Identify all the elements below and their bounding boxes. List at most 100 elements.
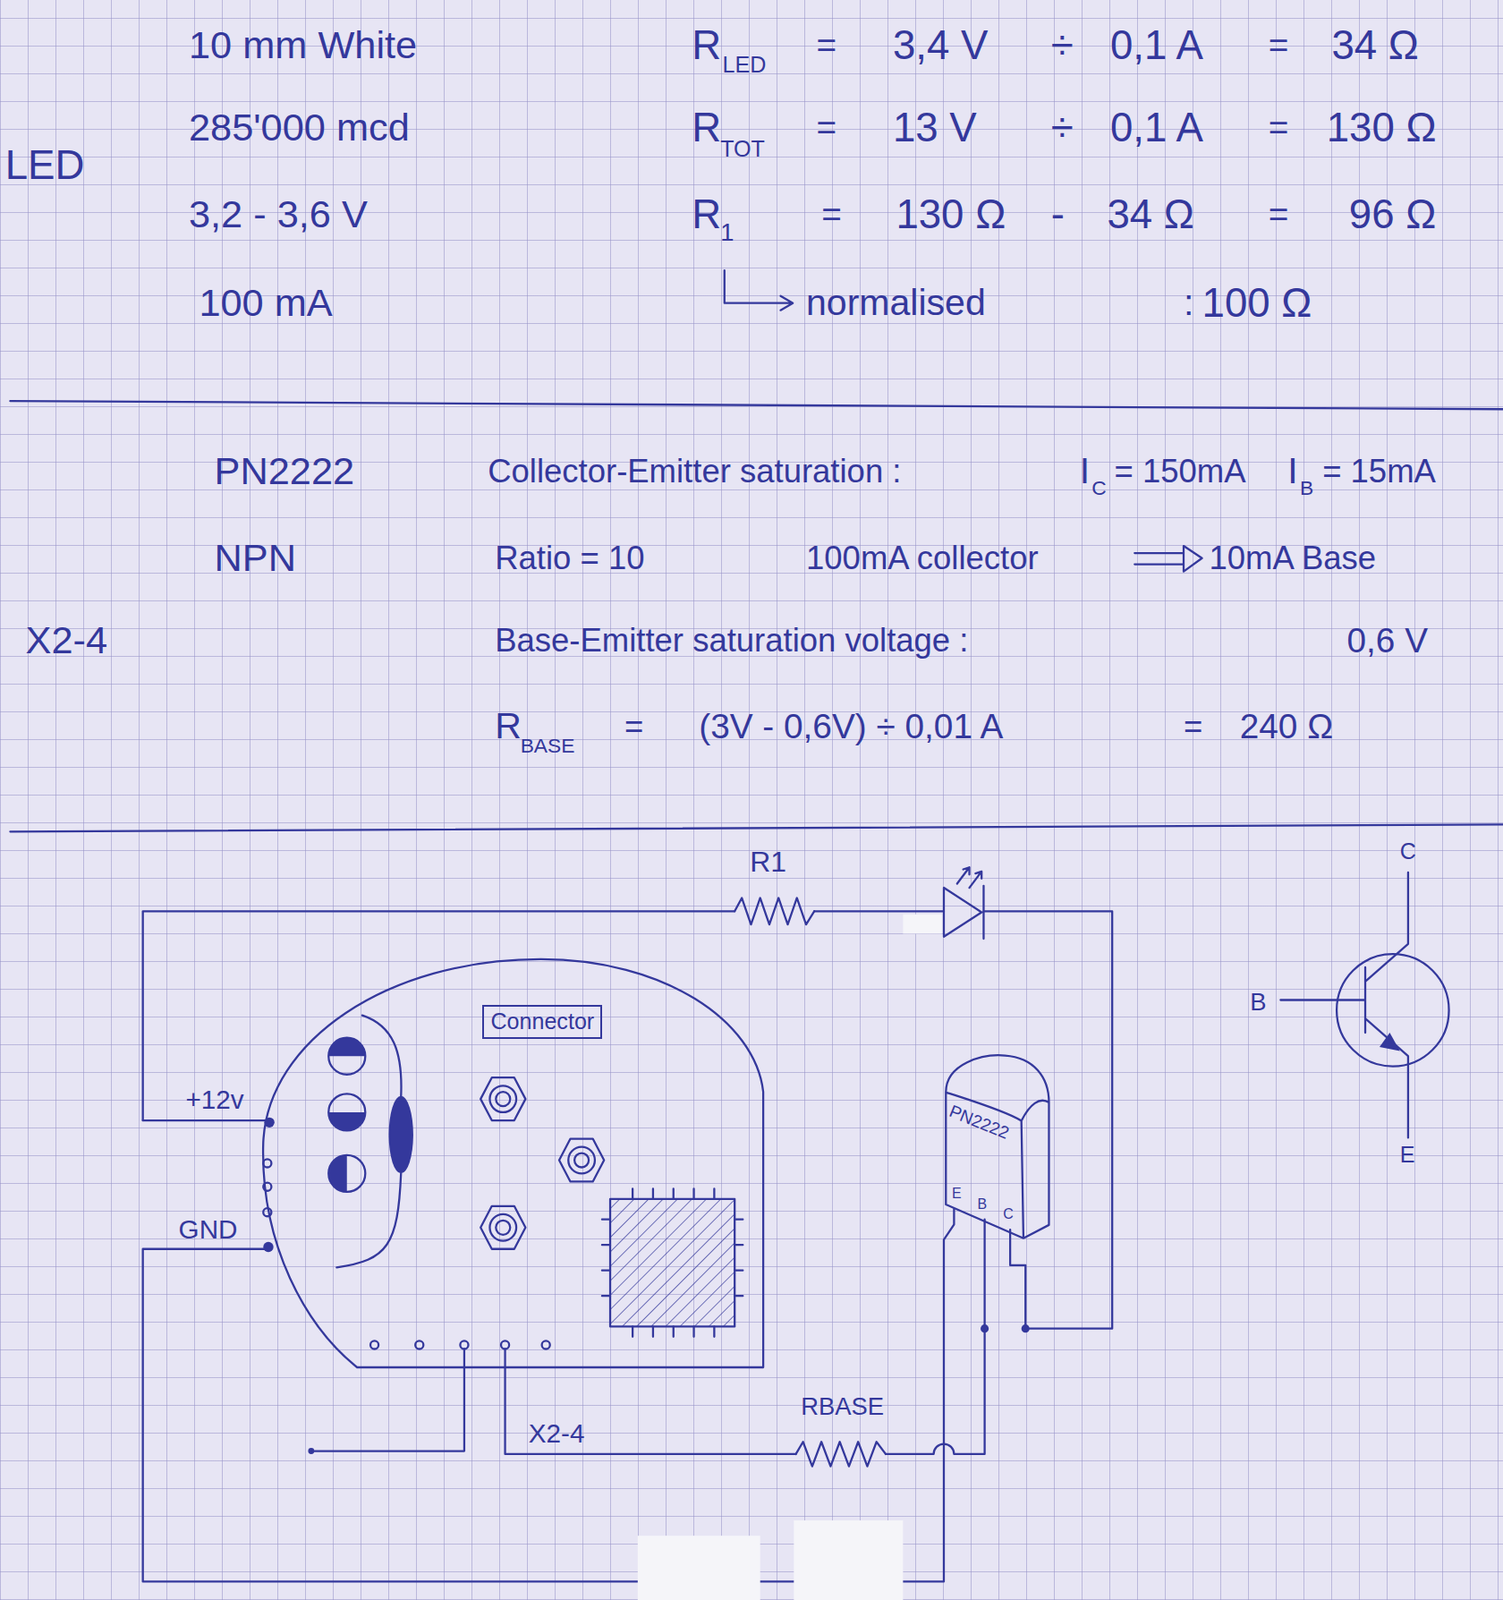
formula-symbol: I bbox=[1287, 452, 1298, 490]
correction-patch bbox=[637, 1535, 761, 1600]
resistor-label: RBASE bbox=[800, 1393, 884, 1419]
spec-value: 0,6 V bbox=[1346, 623, 1428, 659]
junction-dot bbox=[980, 1324, 989, 1333]
board-outline bbox=[263, 959, 764, 1368]
component-body bbox=[389, 1095, 414, 1174]
spec-text: 100 mA bbox=[198, 283, 332, 323]
transistor-symbol bbox=[1336, 953, 1449, 1066]
part-number: PN2222 bbox=[946, 1102, 1011, 1142]
formula-operator: = bbox=[815, 110, 837, 145]
spec-text: Ratio = 10 bbox=[494, 542, 645, 576]
connector-label: Connector bbox=[490, 1008, 595, 1034]
correction-patch bbox=[902, 914, 942, 935]
pin-name: X2-4 bbox=[25, 621, 109, 661]
led-symbol bbox=[943, 885, 984, 939]
wire bbox=[814, 909, 944, 912]
hex-nut bbox=[574, 1153, 589, 1168]
formula-result: 96 Ω bbox=[1349, 194, 1437, 236]
pin-letter: B bbox=[977, 1197, 988, 1212]
transistor-symbol bbox=[1280, 872, 1409, 1138]
formula-operator: = bbox=[1268, 28, 1290, 64]
transistor-package: PN2222EBC bbox=[943, 1051, 1052, 1240]
formula-value: 0,1 A bbox=[1110, 25, 1204, 68]
formula-result: 34 Ω bbox=[1331, 25, 1419, 68]
subscript: B bbox=[1299, 477, 1314, 499]
spec-text: 285'000 mcd bbox=[188, 108, 410, 147]
pin-letter: B bbox=[1249, 989, 1266, 1014]
spec-text: 100mA collector bbox=[806, 542, 1039, 576]
junction-dot bbox=[1021, 1324, 1030, 1333]
formula-operator: ÷ bbox=[1051, 25, 1074, 68]
wire-end bbox=[307, 1447, 315, 1454]
spec-text: 3,2 - 3,6 V bbox=[188, 195, 368, 234]
subscript: TOT bbox=[720, 137, 765, 161]
component-fill bbox=[328, 1154, 348, 1192]
formula-operator: = bbox=[821, 196, 842, 232]
pin-name: +12v bbox=[186, 1086, 245, 1114]
subscript: BASE bbox=[520, 734, 576, 756]
pin-letter: E bbox=[1400, 1144, 1416, 1167]
hex-nut bbox=[559, 1138, 604, 1182]
formula-operator: = bbox=[1183, 710, 1203, 744]
pin-hole bbox=[370, 1340, 379, 1349]
resistor-symbol bbox=[734, 897, 815, 925]
pin-letter: E bbox=[951, 1186, 962, 1201]
connector-label-box: Connector bbox=[482, 1004, 603, 1039]
component-fill bbox=[328, 1112, 366, 1131]
spec-text: 10 mm White bbox=[188, 26, 417, 66]
formula-result: 240 Ω bbox=[1239, 709, 1334, 745]
hex-nut bbox=[489, 1214, 517, 1241]
resistor-label: R1 bbox=[749, 848, 787, 877]
section-rule bbox=[9, 823, 1503, 832]
wire bbox=[885, 1219, 986, 1454]
component-circle bbox=[328, 1154, 366, 1192]
formula-symbol: R bbox=[691, 107, 722, 149]
subscript: 1 bbox=[720, 220, 734, 245]
wire bbox=[311, 1348, 465, 1451]
subscript: C bbox=[1091, 477, 1106, 499]
spec-value: = 15mA bbox=[1322, 455, 1436, 489]
pin-hole bbox=[542, 1340, 551, 1349]
hex-nut bbox=[495, 1091, 510, 1106]
formula-value: 3,4 V bbox=[892, 25, 989, 68]
formula-value: 0,1 A bbox=[1110, 107, 1204, 149]
result-arrow bbox=[724, 270, 793, 310]
package-outline bbox=[943, 1051, 1052, 1240]
subscript: LED bbox=[721, 53, 766, 77]
implies-arrow bbox=[1134, 545, 1202, 572]
component-circle bbox=[328, 1037, 366, 1075]
part-name: PN2222 bbox=[214, 451, 356, 491]
component-fill bbox=[328, 1037, 366, 1057]
correction-patch bbox=[793, 1519, 903, 1600]
wire bbox=[143, 1119, 268, 1121]
formula-symbol: R bbox=[691, 194, 722, 236]
formula-symbol: I bbox=[1079, 452, 1090, 490]
pin-hole bbox=[501, 1340, 510, 1349]
formula-symbol: R bbox=[494, 708, 522, 746]
resistor-symbol bbox=[796, 1441, 886, 1466]
formula-value: 13 V bbox=[892, 107, 977, 149]
section-rule bbox=[9, 400, 1503, 409]
spec-text: Base-Emitter saturation voltage : bbox=[494, 624, 969, 658]
part-name: LED bbox=[5, 144, 85, 187]
pin-letter: C bbox=[1002, 1206, 1014, 1222]
formula-value: (3V - 0,6V) ÷ 0,01 A bbox=[698, 709, 1003, 745]
formula-operator: = bbox=[1268, 196, 1290, 232]
note-text: normalised bbox=[806, 284, 986, 322]
formula-operator: ÷ bbox=[1051, 107, 1074, 149]
pin-hole bbox=[263, 1207, 272, 1216]
spec-text: NPN bbox=[214, 538, 297, 578]
emitter-arrow bbox=[1379, 1032, 1401, 1052]
formula-operator: : bbox=[1183, 284, 1194, 322]
pin-hole bbox=[263, 1158, 272, 1167]
wire bbox=[143, 910, 736, 1121]
hex-nut bbox=[480, 1077, 526, 1121]
formula-operator: - bbox=[1051, 194, 1065, 236]
pin-name: GND bbox=[178, 1216, 238, 1244]
formula-operator: = bbox=[624, 710, 644, 744]
chip bbox=[610, 1198, 735, 1327]
pin-dot bbox=[263, 1117, 274, 1128]
spec-text: Collector-Emitter saturation : bbox=[487, 455, 901, 489]
